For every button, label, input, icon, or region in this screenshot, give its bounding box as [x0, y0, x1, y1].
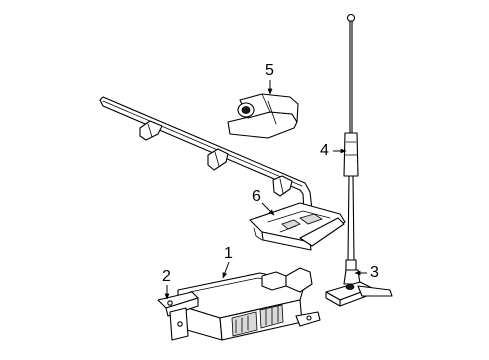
callout-5: 5 — [265, 62, 274, 79]
antenna-mast — [343, 13, 359, 271]
antenna-base — [325, 269, 393, 307]
mount-bracket — [249, 202, 346, 251]
camera-module — [227, 93, 299, 139]
leader-6 — [261, 202, 275, 216]
callout-3: 3 — [370, 264, 379, 281]
callout-4: 4 — [320, 142, 329, 159]
callout-2: 2 — [162, 268, 171, 285]
callout-6: 6 — [252, 188, 261, 205]
callout-1: 1 — [224, 245, 233, 262]
mount-bracket-lower — [157, 291, 199, 341]
control-module — [177, 267, 321, 341]
wiring-harness — [99, 96, 313, 216]
leader-1 — [222, 261, 230, 279]
leader-lines — [164, 80, 367, 300]
